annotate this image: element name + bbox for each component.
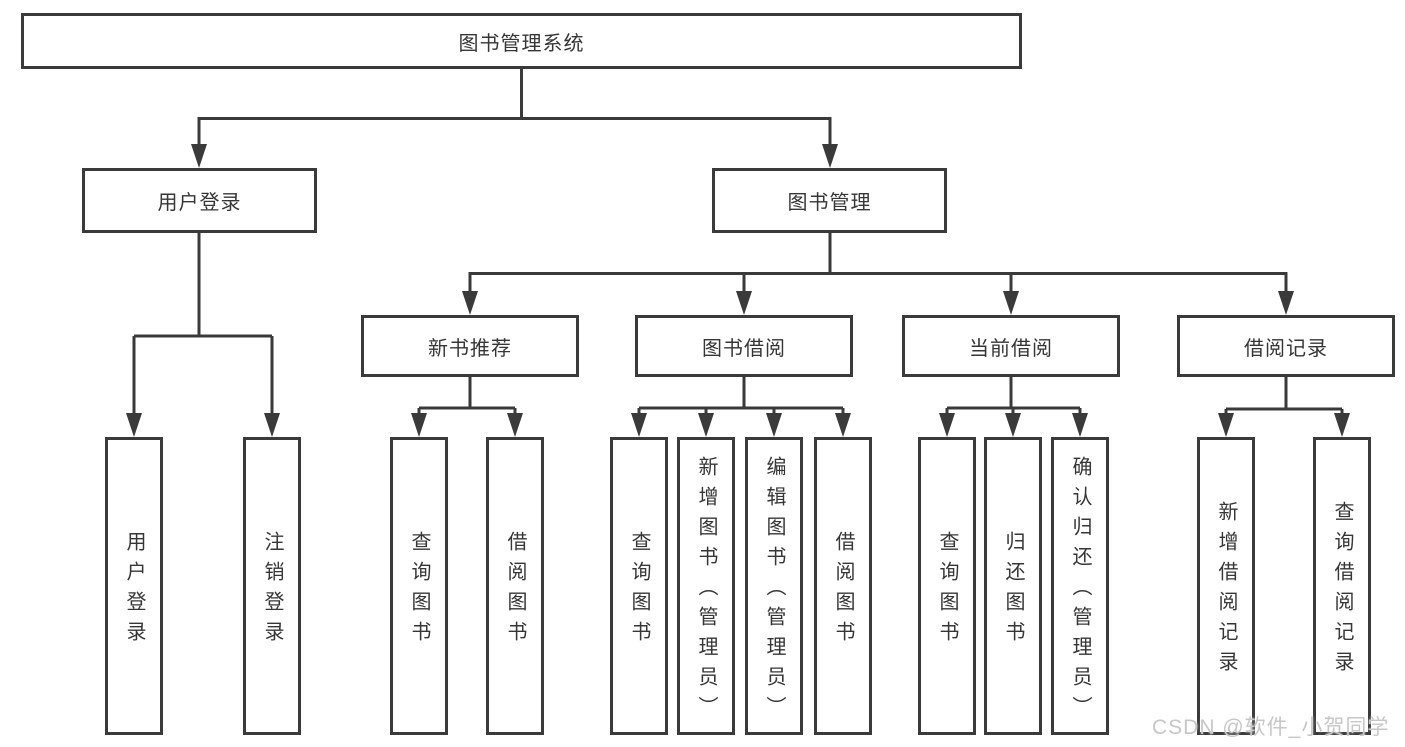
leaf-current-return-books: 归还图书 <box>984 437 1042 735</box>
leaf-current-confirm-return-admin: 确认归还（管理员） <box>1051 437 1109 735</box>
leaf-borrow-edit-books-admin: 编辑图书（管理员） <box>745 437 803 735</box>
leaf-records-add-record: 新增借阅记录 <box>1197 437 1255 735</box>
leaf-borrow-borrow-books: 借阅图书 <box>814 437 872 735</box>
csdn-watermark: CSDN @软件_小贺同学 <box>1152 716 1390 739</box>
node-new-book-recommend-label: 新书推荐 <box>428 337 512 360</box>
leaf-current-query-books-label: 查询图书 <box>936 531 958 651</box>
node-book-management-label: 图书管理 <box>787 192 872 214</box>
leaf-borrow-query-books-label: 查询图书 <box>628 531 650 651</box>
node-user-login-label: 用户登录 <box>157 192 242 214</box>
leaf-records-add-record-label: 新增借阅记录 <box>1215 501 1237 681</box>
leaf-current-query-books: 查询图书 <box>918 437 976 735</box>
node-user-login: 用户登录 <box>82 168 317 233</box>
leaf-newrec-query-books: 查询图书 <box>390 437 448 735</box>
leaf-newrec-borrow-books-label: 借阅图书 <box>504 531 526 651</box>
node-book-management: 图书管理 <box>712 168 947 233</box>
node-new-book-recommend: 新书推荐 <box>361 315 579 377</box>
leaf-newrec-query-books-label: 查询图书 <box>408 531 430 651</box>
leaf-borrow-add-books-admin: 新增图书（管理员） <box>677 437 735 735</box>
leaf-current-return-books-label: 归还图书 <box>1002 531 1024 651</box>
node-book-borrow-label: 图书借阅 <box>702 337 786 360</box>
node-root-system-label: 图书管理系统 <box>458 32 585 55</box>
leaf-newrec-borrow-books: 借阅图书 <box>486 437 544 735</box>
leaf-logout: 注销登录 <box>243 437 301 735</box>
leaf-logout-label: 注销登录 <box>261 531 283 651</box>
node-borrow-records-label: 借阅记录 <box>1244 337 1328 360</box>
leaf-borrow-query-books: 查询图书 <box>610 437 668 735</box>
leaf-borrow-add-books-admin-label: 新增图书（管理员） <box>695 456 717 726</box>
leaf-borrow-edit-books-admin-label: 编辑图书（管理员） <box>763 456 785 726</box>
leaf-borrow-borrow-books-label: 借阅图书 <box>832 531 854 651</box>
node-root-system: 图书管理系统 <box>21 13 1022 69</box>
node-borrow-records: 借阅记录 <box>1177 315 1395 377</box>
node-current-borrow-label: 当前借阅 <box>969 337 1053 360</box>
leaf-records-query-record-label: 查询借阅记录 <box>1331 501 1353 681</box>
leaf-current-confirm-return-admin-label: 确认归还（管理员） <box>1069 456 1091 726</box>
node-book-borrow: 图书借阅 <box>635 315 853 377</box>
leaf-records-query-record: 查询借阅记录 <box>1313 437 1371 735</box>
node-current-borrow: 当前借阅 <box>902 315 1120 377</box>
leaf-user-login-label: 用户登录 <box>123 531 145 651</box>
leaf-user-login: 用户登录 <box>105 437 163 735</box>
